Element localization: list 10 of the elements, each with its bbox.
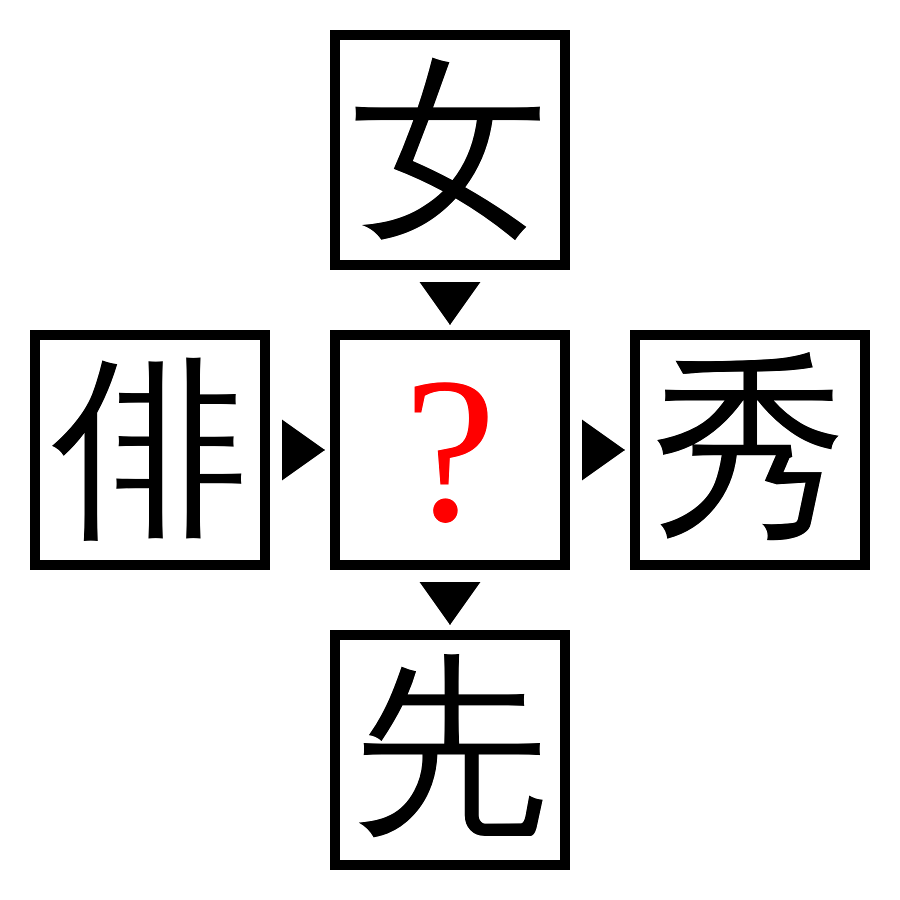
question-mark: ? [404, 346, 496, 554]
character-box [30, 330, 270, 570]
character-box [330, 30, 570, 270]
kanji-character: 秀 [652, 352, 848, 548]
character-box [630, 330, 870, 570]
answer-box [330, 330, 570, 570]
kanji-character: 俳 [52, 352, 248, 548]
character-box [330, 630, 570, 870]
kanji-character: 先 [352, 652, 548, 848]
kanji-character: 女 [352, 52, 548, 248]
